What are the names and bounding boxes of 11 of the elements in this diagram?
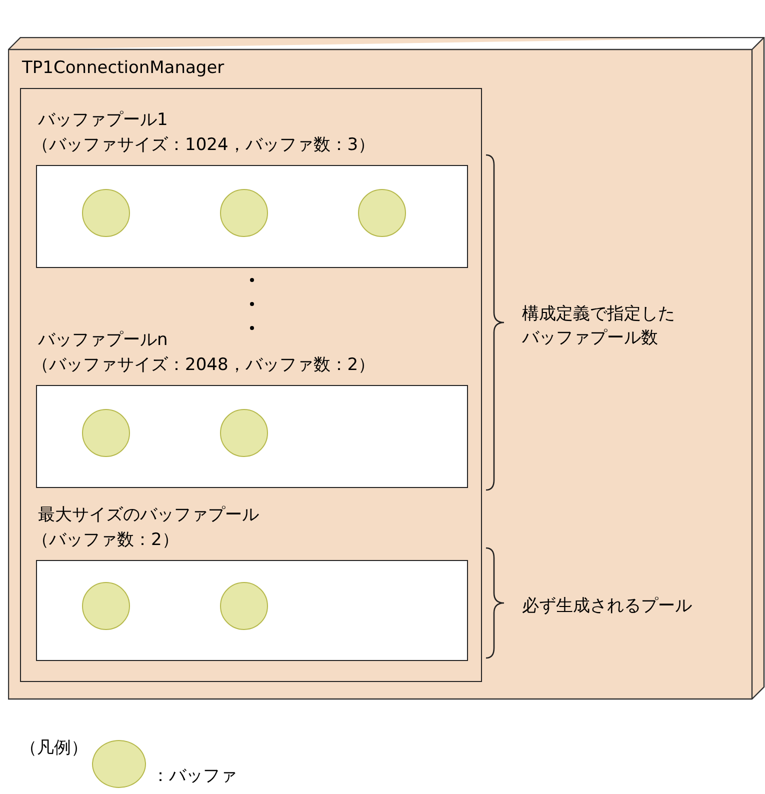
group-title: バッファプール1 (38, 110, 168, 130)
brace-annotation: 必ず生成されるプール (522, 596, 692, 616)
group-title: バッファプールn (38, 330, 168, 350)
legend-title: （凡例） (20, 738, 88, 758)
group-title: 最大サイズのバッファプール (38, 505, 259, 525)
pool-details: （バッファ数：2） (32, 530, 179, 550)
legend-text: ：バッファ (152, 766, 237, 786)
brace-annotation: 構成定義で指定したバッファプール数 (522, 303, 676, 350)
group-title: TP1ConnectionManager (22, 58, 224, 78)
pool-details: （バッファサイズ：1024，バッファ数：3） (32, 135, 376, 155)
pool-details: （バッファサイズ：2048，バッファ数：2） (32, 355, 376, 375)
